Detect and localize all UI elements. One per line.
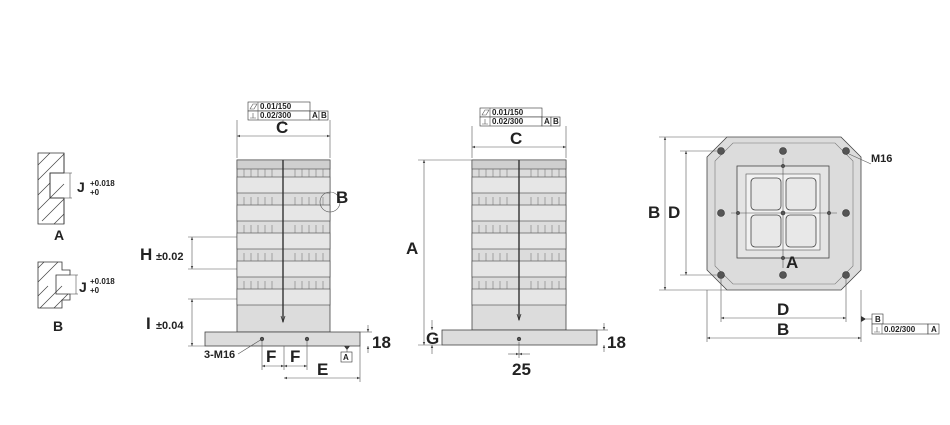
front-base-label: I [146,314,151,333]
detail-a-hatch [37,152,65,225]
top-perp-datum: A [931,325,937,334]
side-width-label: C [510,129,522,148]
top-inner-width: D [777,300,789,319]
front-datum-2: B [321,111,327,120]
detail-b-tol-lower: +0 [90,286,100,295]
top-thread: M16 [871,153,892,165]
detail-a-tol-upper: +0.018 [90,179,115,188]
front-base [204,331,361,347]
front-datum-1: A [312,111,318,120]
front-pitch-label: H [140,245,152,264]
side-datum-1: A [544,117,550,126]
front-pitch-tol: ±0.02 [156,251,183,263]
detail-b-hatch [37,261,69,309]
flatness-icon [249,103,258,110]
detail-a-label: A [54,227,64,243]
front-perp: 0.02/300 [260,111,292,120]
top-view: M16 A B D D B B 0.02/300 A [648,136,940,342]
top-center-callout: A [786,253,798,272]
side-base-thickness: 18 [607,333,626,352]
front-offset-label: E [317,360,328,379]
top-outer-height: B [648,203,660,222]
side-perp: 0.02/300 [492,117,524,126]
detail-a-tol-lower: +0 [90,188,100,197]
detail-b: J +0.018 +0 B [37,261,115,334]
front-body [236,159,331,333]
detail-a: J +0.018 +0 A [37,152,115,243]
perpendicularity-icon [250,113,256,119]
top-center-hole [780,210,786,216]
top-datum-b: B [875,315,881,324]
detail-b-label: B [53,318,63,334]
front-gdt-frame: 0.01/150 0.02/300 A B [247,101,329,124]
top-perpendicularity-icon [874,327,880,333]
side-view: 0.01/150 0.02/300 A B C [406,107,626,379]
side-hole [516,336,522,342]
front-detail-callout: B [336,188,348,207]
top-outer-width: B [777,320,789,339]
front-base-tol: ±0.04 [156,320,184,332]
side-height-label: A [406,239,418,258]
side-flatness-icon [481,109,490,116]
side-flatness: 0.01/150 [492,108,524,117]
side-center-dim: 25 [512,360,531,379]
front-flatness: 0.01/150 [260,102,292,111]
front-hole-spacing-1: F [266,347,276,366]
front-width-label: C [276,118,288,137]
front-hole-spacing-2: F [290,347,300,366]
top-perp: 0.02/300 [884,325,916,334]
front-base-thickness: 18 [372,333,391,352]
detail-b-dim: J [79,279,87,295]
side-perpendicularity-icon [482,119,488,125]
front-holes: 3-M16 [204,349,235,361]
side-datum-2: B [553,117,559,126]
front-view: 0.01/150 0.02/300 A B C [140,101,391,382]
front-detail-circle [319,191,341,213]
detail-b-tol-upper: +0.018 [90,277,115,286]
top-bolt-holes [717,147,850,279]
detail-a-dim: J [77,179,85,195]
side-body [471,159,567,331]
side-gdt-frame: 0.01/150 0.02/300 A B [479,107,561,127]
side-gap-label: G [426,329,439,348]
front-datum-ref: A [343,353,349,362]
top-inner-height: D [668,203,680,222]
